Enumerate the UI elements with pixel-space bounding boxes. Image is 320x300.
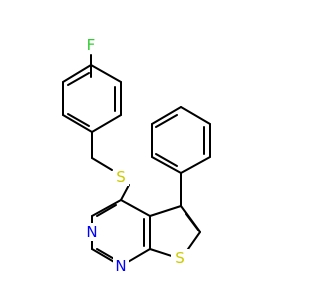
bond — [96, 248, 117, 261]
bond — [180, 156, 211, 174]
molecule-structure: F S N N S — [62, 36, 211, 275]
bonds — [62, 54, 211, 267]
thioether-sulfur-label: S — [116, 168, 126, 186]
thioether-sulfur-atom: S — [113, 168, 129, 186]
bond — [91, 114, 122, 133]
bond — [67, 113, 90, 127]
bond — [151, 106, 182, 125]
bond — [62, 64, 92, 83]
bond — [120, 199, 151, 217]
nitrogen-label-2: N — [115, 257, 126, 275]
fluorine-label: F — [87, 36, 96, 54]
bond — [151, 156, 182, 174]
bond — [120, 184, 130, 201]
bond — [91, 157, 113, 171]
fluorine-atom: F — [83, 36, 99, 54]
structure-canvas: F S N N S — [62, 36, 211, 275]
atom-labels: F S N N S — [83, 36, 189, 275]
nitrogen-label-1: N — [86, 223, 97, 241]
thiophene-sulfur-label: S — [175, 249, 185, 267]
bond — [155, 114, 178, 128]
nitrogen-atom-1: N — [84, 223, 100, 241]
nitrogen-atom-2: N — [113, 257, 129, 275]
thiophene-sulfur-atom: S — [171, 249, 189, 267]
bond — [180, 106, 211, 125]
bond — [155, 153, 178, 167]
bond — [67, 72, 90, 86]
bond — [90, 64, 122, 83]
bond — [91, 199, 122, 217]
bond — [185, 213, 199, 231]
bond — [96, 204, 117, 217]
bond — [62, 114, 93, 133]
bond — [149, 205, 182, 217]
